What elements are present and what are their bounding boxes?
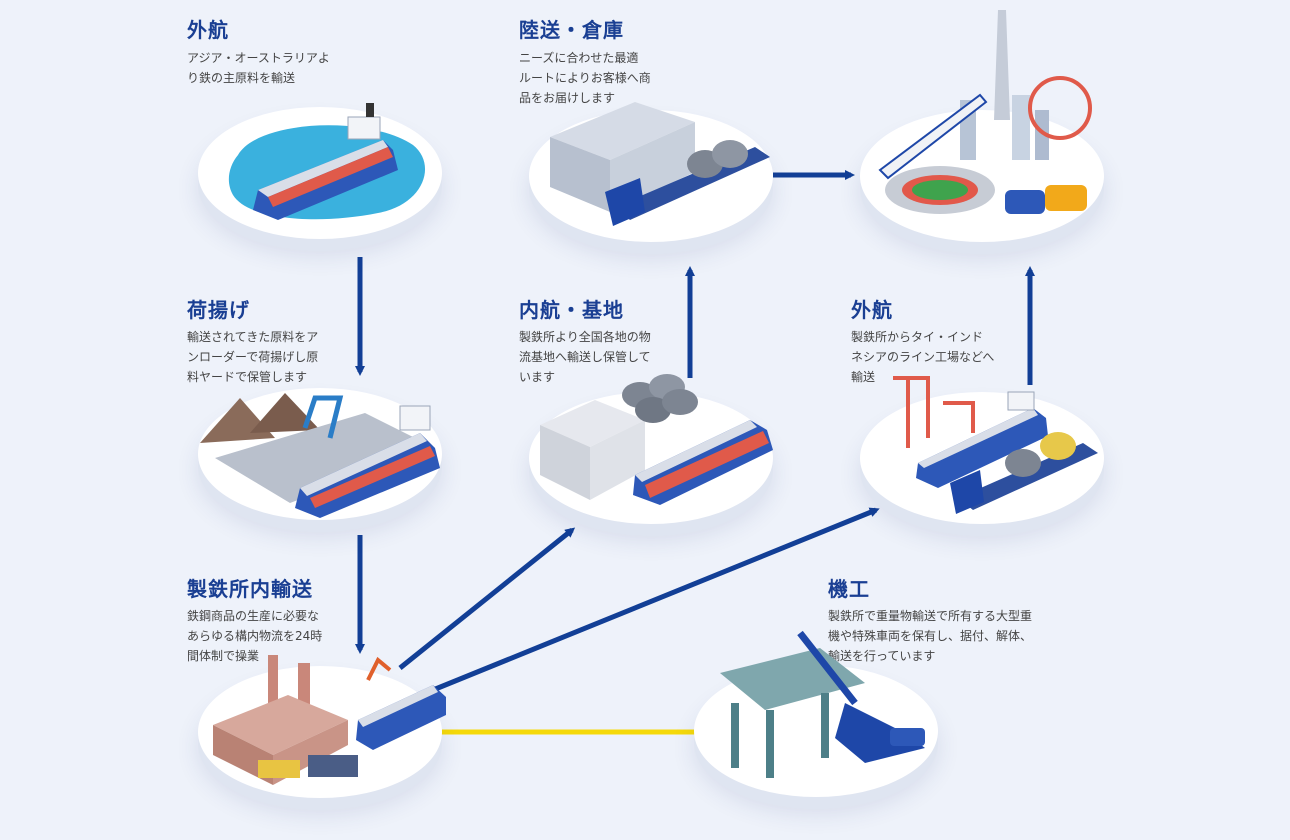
unloading-desc: 輸送されてきた原料をア ンローダーで荷揚げし原 料ヤードで保管します	[187, 330, 319, 384]
land-warehouse-title: 陸送・倉庫	[519, 18, 624, 42]
ocean-import-desc: アジア・オーストラリアよ り鉄の主原料を輸送	[187, 51, 330, 85]
ocean-export-title: 外航	[851, 298, 893, 322]
ocean-import-title: 外航	[187, 18, 229, 42]
city-destination-icon	[878, 10, 1092, 214]
warehouse-truck-icon	[550, 102, 770, 226]
domestic-base-title: 内航・基地	[519, 298, 624, 322]
in-plant-desc: 鉄鋼商品の生産に必要な あらゆる構内物流を24時 間体制で操業	[187, 609, 323, 663]
steelworks-plant-icon	[213, 655, 446, 785]
cargo-ship-at-sea-icon	[228, 103, 426, 220]
in-plant-title: 製鉄所内輸送	[187, 577, 313, 601]
domestic-base-desc: 製鉄所より全国各地の物 流基地へ輸送し保管して います	[519, 330, 651, 384]
port-crane-ship-truck-icon	[893, 376, 1098, 514]
heavy-machinery-icon	[720, 630, 925, 778]
steel-coils-ship-icon	[540, 374, 773, 505]
land-warehouse-desc: ニーズに合わせた最適 ルートによりお客様へ商 品をお届けします	[519, 51, 651, 105]
unloading-title: 荷揚げ	[187, 298, 250, 322]
ocean-export-desc: 製鉄所からタイ・インド ネシアのライン工場などへ 輸送	[851, 330, 995, 384]
machinery-title: 機工	[828, 577, 870, 601]
unloader-crane-ship-icon	[200, 393, 440, 518]
machinery-desc: 製鉄所で重量物輸送で所有する大型重 機や特殊車両を保有し、据付、解体、 輸送を行…	[828, 609, 1033, 663]
